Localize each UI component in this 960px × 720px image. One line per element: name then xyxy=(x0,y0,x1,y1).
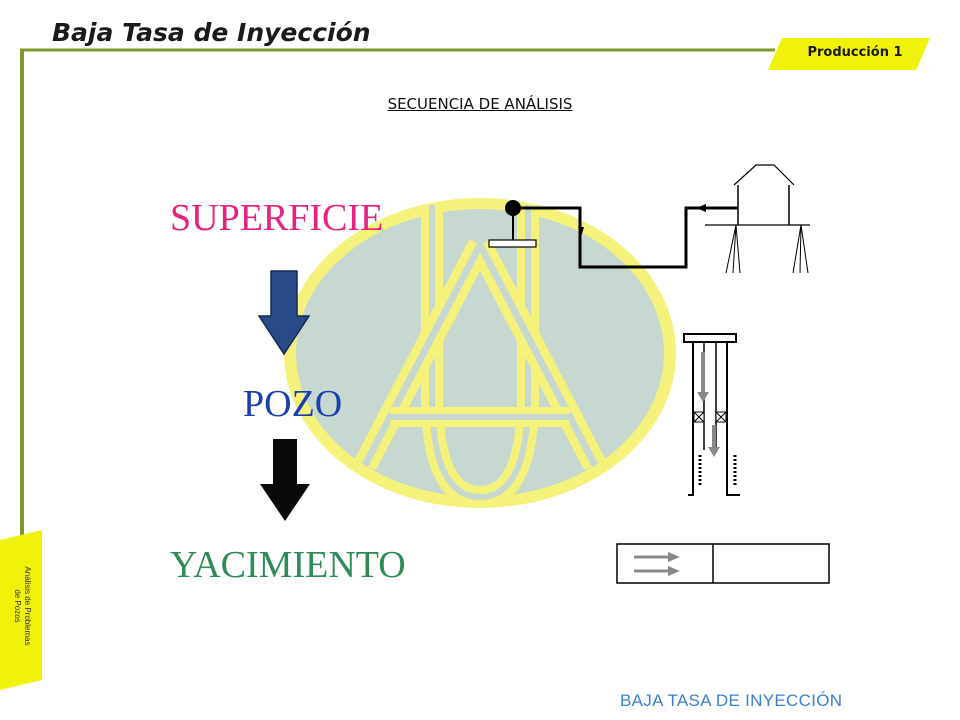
well-schematic xyxy=(683,333,740,496)
side-tab xyxy=(0,530,42,690)
side-tab-label: Análisis de Problemas de Pozos xyxy=(13,566,32,646)
surface-schematic xyxy=(488,164,810,274)
production-tab-label: Producción 1 xyxy=(807,45,903,60)
production-tab xyxy=(768,38,930,70)
slide-title: Baja Tasa de Inyección xyxy=(52,18,371,47)
stage-label-reservoir: YACIMIENTO xyxy=(170,544,406,586)
stage-label-well: POZO xyxy=(243,383,343,425)
arrow-down-black xyxy=(260,439,310,521)
section-subtitle: SECUENCIA DE ANÁLISIS xyxy=(387,95,573,113)
arrow-down-blue xyxy=(258,270,310,356)
reservoir-schematic xyxy=(616,543,830,584)
stage-label-surface: SUPERFICIE xyxy=(170,197,384,239)
footer-label: BAJA TASA DE INYECCIÓN xyxy=(620,691,843,710)
watermark-logo xyxy=(284,198,676,508)
